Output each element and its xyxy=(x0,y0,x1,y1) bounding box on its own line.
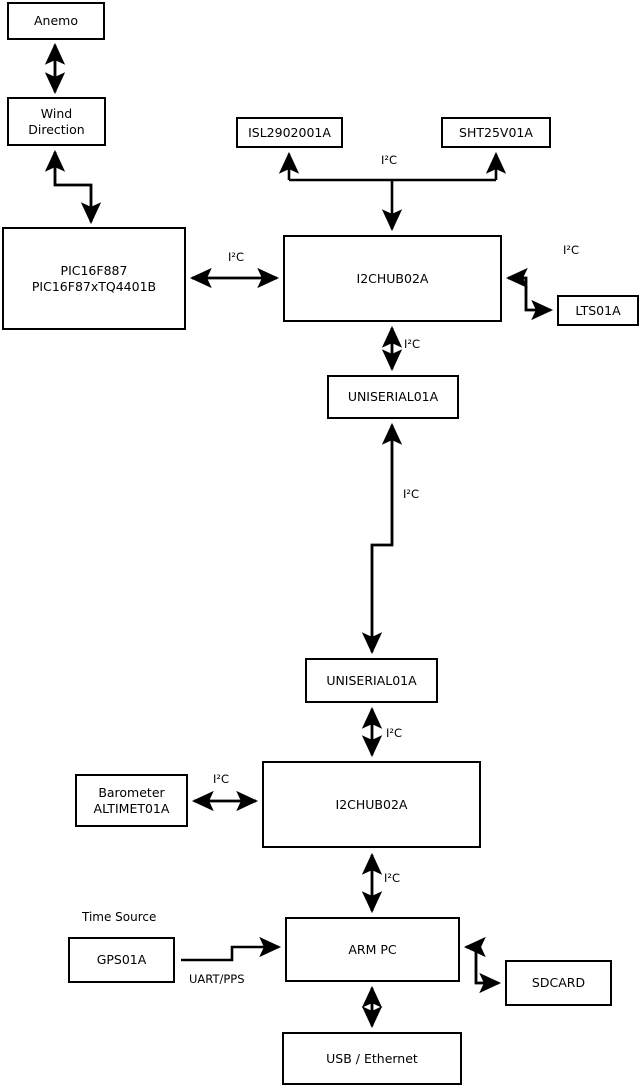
node-wind-direction-label: Wind Direction xyxy=(28,106,85,137)
connector-wind-pic xyxy=(44,149,102,225)
connector-uniserial-link xyxy=(361,422,403,655)
node-uniserial-bottom-label: UNISERIAL01A xyxy=(326,672,417,688)
edge-label-pic-hub: I²C xyxy=(228,250,245,264)
node-isl2902001a[interactable]: ISL2902001A xyxy=(236,117,343,148)
node-wind-direction[interactable]: Wind Direction xyxy=(7,97,106,146)
node-sdcard-label: SDCARD xyxy=(531,975,586,991)
edge-label-sensors-hub: I²C xyxy=(381,153,398,167)
node-i2chub02a-top[interactable]: I2CHUB02A xyxy=(283,235,502,322)
edge-label-hub-uniserial: I²C xyxy=(404,337,421,351)
node-i2chub02a-bottom[interactable]: I2CHUB02A xyxy=(262,761,481,848)
node-hub-bottom-label: I2CHUB02A xyxy=(335,796,408,812)
node-lts01a[interactable]: LTS01A xyxy=(557,295,639,326)
node-barometer-altimet01a[interactable]: Barometer ALTIMET01A xyxy=(75,774,188,827)
node-usb-ethernet[interactable]: USB / Ethernet xyxy=(282,1032,462,1085)
node-uniserial01a-bottom[interactable]: UNISERIAL01A xyxy=(305,658,438,703)
node-hub-top-label: I2CHUB02A xyxy=(356,270,429,286)
node-usb-ethernet-label: USB / Ethernet xyxy=(326,1050,418,1066)
edge-label-hub-armpc: I²C xyxy=(384,871,401,885)
node-uniserial-top-label: UNISERIAL01A xyxy=(347,389,439,405)
node-lts-label: LTS01A xyxy=(575,302,621,318)
node-isl-label: ISL2902001A xyxy=(248,124,331,140)
connector-hubtop-lts xyxy=(505,267,554,321)
node-sht-label: SHT25V01A xyxy=(459,124,533,140)
edge-label-gps-armpc: UART/PPS xyxy=(189,972,245,986)
connector-armpc-sdcard xyxy=(463,936,502,994)
node-sht25v01a[interactable]: SHT25V01A xyxy=(441,117,551,148)
connector-gps-armpc xyxy=(181,936,282,962)
node-anemo[interactable]: Anemo xyxy=(7,2,105,40)
node-pic-label: PIC16F887 PIC16F87xTQ4401B xyxy=(31,263,157,294)
node-uniserial01a-top[interactable]: UNISERIAL01A xyxy=(327,375,459,419)
node-arm-pc-label: ARM PC xyxy=(348,941,397,957)
node-arm-pc[interactable]: ARM PC xyxy=(285,917,460,982)
edge-label-hub-lts: I²C xyxy=(563,243,580,257)
node-anemo-label: Anemo xyxy=(34,13,78,29)
edge-label-barometer-hub: I²C xyxy=(213,772,230,786)
edge-label-uniserial-hub-bottom: I²C xyxy=(386,726,403,740)
node-sdcard[interactable]: SDCARD xyxy=(505,960,612,1006)
edge-label-uniserial-link: I²C xyxy=(403,487,420,501)
node-barometer-label: Barometer ALTIMET01A xyxy=(93,785,170,816)
label-time-source: Time Source xyxy=(82,910,157,924)
node-gps-label: GPS01A xyxy=(96,952,147,968)
node-pic-microcontroller[interactable]: PIC16F887 PIC16F87xTQ4401B xyxy=(2,227,186,330)
node-gps01a[interactable]: GPS01A xyxy=(68,937,175,983)
